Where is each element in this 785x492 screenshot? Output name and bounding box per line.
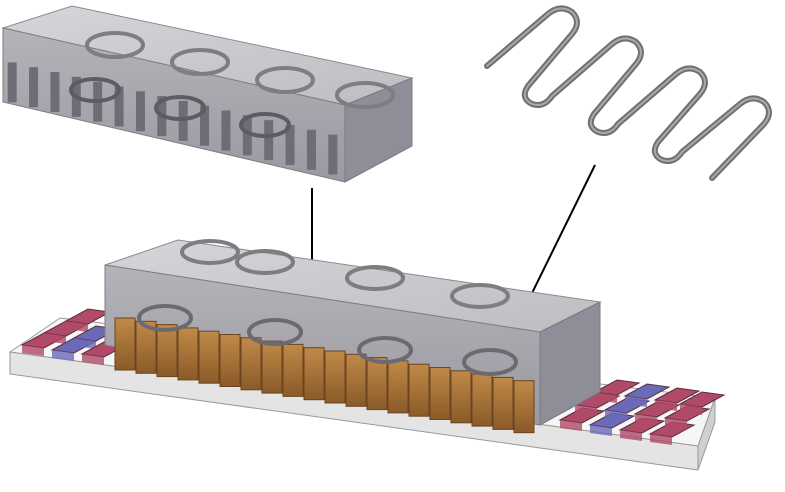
coil-winding	[345, 353, 367, 407]
coil-winding	[198, 330, 220, 384]
coil-loop	[335, 81, 395, 109]
coil-winding	[492, 376, 514, 430]
magnet-side	[575, 405, 597, 416]
coil-winding	[114, 317, 136, 371]
coil-winding	[408, 363, 430, 417]
assembled-motor	[8, 239, 726, 471]
coil-loop	[247, 318, 303, 346]
coil-loop	[170, 48, 230, 76]
block-coil-loops	[69, 31, 395, 138]
coil-loop	[235, 249, 295, 275]
block-slot	[50, 72, 60, 113]
magnet-side	[590, 425, 612, 436]
magnet-side	[635, 414, 657, 425]
assembly-coil-loops	[137, 239, 518, 376]
assembly-block-end	[539, 301, 601, 426]
block-slot	[221, 110, 231, 151]
coil-winding	[177, 327, 199, 381]
coil-loop	[180, 239, 240, 265]
block-slot	[328, 134, 338, 175]
coil-loop	[357, 336, 413, 364]
magnet-side	[655, 400, 677, 411]
block-slot	[285, 124, 295, 165]
magnet-side	[66, 321, 88, 332]
coil-loop	[255, 66, 315, 94]
magnet-side	[74, 338, 96, 349]
coil-winding	[240, 337, 262, 391]
coil-winding	[135, 320, 157, 374]
coil-winding	[156, 324, 178, 378]
coil-loop	[154, 95, 206, 121]
coil-winding	[450, 370, 472, 424]
coil-loop	[69, 77, 121, 103]
coil-loop	[345, 265, 405, 291]
block-slot	[7, 62, 17, 103]
coil-winding	[219, 334, 241, 387]
block-slot	[29, 67, 39, 108]
coil-winding	[387, 360, 409, 414]
serpentine-coil-highlight	[486, 7, 770, 179]
coil-loop	[137, 304, 193, 332]
magnet	[593, 379, 641, 396]
block-slot	[200, 105, 210, 146]
block-slot	[114, 86, 124, 127]
magnet-side	[560, 420, 582, 431]
block-slot	[306, 129, 316, 170]
coil-winding	[282, 343, 304, 397]
magnet-side	[625, 396, 647, 407]
magnet-side	[22, 345, 44, 356]
block-slot	[135, 91, 145, 132]
magnet	[623, 383, 671, 400]
magnet-side	[52, 350, 74, 361]
base-plate-end	[697, 397, 716, 471]
coil-holder-block	[1, 5, 414, 183]
magnet-side	[44, 333, 66, 344]
coil-winding	[471, 373, 493, 427]
magnet-side	[620, 430, 642, 441]
magnet-side	[595, 392, 617, 403]
block-slot	[242, 115, 252, 156]
coil-loop	[85, 31, 145, 59]
magnet-side	[605, 410, 627, 421]
coil-winding	[429, 367, 451, 420]
coil-winding	[324, 350, 346, 404]
coil-loop	[450, 283, 510, 309]
magnet-side	[650, 434, 672, 445]
magnet-side	[680, 404, 702, 415]
magnet-side	[665, 418, 687, 429]
coil-winding	[513, 380, 535, 434]
magnet	[653, 387, 701, 404]
block-slot	[264, 120, 274, 161]
coil-winding	[366, 357, 388, 411]
coil-loop	[239, 112, 291, 138]
magnet	[64, 308, 112, 325]
magnet	[678, 391, 726, 408]
coil-winding	[303, 347, 325, 401]
serpentine-coil	[484, 5, 772, 181]
magnet-side	[82, 354, 104, 365]
coil-loop	[462, 348, 518, 376]
coil-winding	[261, 340, 283, 394]
